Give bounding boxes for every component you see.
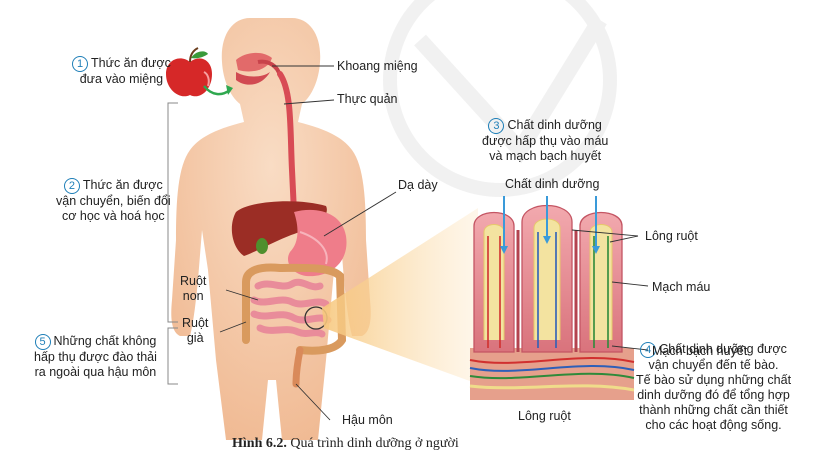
step-number: 4	[640, 342, 657, 358]
step-number: 5	[34, 334, 51, 350]
caption-text: Quá trình dinh dưỡng ở người	[286, 436, 459, 451]
label-nutrients: Chất dinh dưỡng	[505, 177, 600, 191]
label-anus: Hậu môn	[342, 413, 393, 427]
apple-icon	[166, 47, 212, 97]
step-text: Thức ăn được	[91, 56, 171, 70]
step-text: cơ học và hoá học	[61, 209, 165, 223]
step-text: Tế bào sử dụng những chất	[636, 373, 792, 387]
caption-number: Hình 6.2.	[232, 436, 287, 451]
label-large-intestine: Ruột già	[182, 316, 208, 346]
label-stomach: Dạ dày	[398, 178, 438, 192]
leader-lines	[219, 65, 649, 421]
zoom-beam	[322, 208, 478, 384]
stomach	[287, 209, 347, 277]
rectum	[292, 346, 304, 388]
label-villi-bottom: Lông ruột	[518, 409, 571, 423]
step5-bracket	[167, 327, 178, 385]
step-number: 1	[72, 56, 88, 72]
step-number: 2	[63, 178, 80, 194]
label-villi: Lông ruột	[645, 229, 698, 243]
small-intestine	[250, 278, 332, 338]
large-intestine	[242, 263, 347, 355]
label-line: già	[186, 331, 204, 345]
step-text: dinh dưỡng đó để tổng hợp	[637, 388, 790, 402]
figure-caption: Hình 6.2. Quá trình dinh dưỡng ở người	[232, 436, 459, 452]
step-text: Chất dinh dưỡng	[507, 118, 602, 132]
step-text: vận chuyển, biến đổi	[56, 194, 171, 208]
label-blood-vessel: Mạch máu	[652, 280, 711, 294]
label-line: Ruột	[182, 316, 209, 330]
label-line: Ruột	[180, 274, 207, 288]
step-text: và mạch bạch huyết	[489, 149, 602, 163]
step-text: cho các hoạt động sống.	[645, 418, 782, 432]
step-text: vận chuyển đến tế bào.	[648, 358, 779, 372]
step-number: 3	[488, 118, 505, 134]
gallbladder	[256, 238, 268, 254]
step-text: Thức ăn được	[82, 178, 163, 192]
step2-bracket	[167, 102, 178, 323]
label-mouth: Khoang miệng	[337, 59, 418, 73]
label-line: non	[182, 289, 204, 303]
step-text: Chất dinh dưỡng được	[659, 342, 787, 356]
label-lymph-vessel: Mạch bạch huyết	[652, 344, 748, 358]
step-text: đưa vào miệng	[79, 72, 164, 86]
step-text: được hấp thụ vào máu	[482, 134, 609, 148]
esophagus	[277, 71, 297, 215]
step-text: Những chất không	[53, 334, 157, 348]
step-text: ra ngoài qua hậu môn	[34, 365, 157, 379]
villi-cross-section	[469, 196, 635, 400]
label-esophagus: Thực quản	[337, 92, 398, 106]
label-small-intestine: Ruột non	[180, 274, 206, 304]
mouth-cavity	[236, 52, 282, 85]
watermark	[383, 0, 617, 197]
step-text: thành những chất cần thiết	[639, 403, 788, 417]
step-text: hấp thụ được đào thải	[34, 350, 157, 364]
